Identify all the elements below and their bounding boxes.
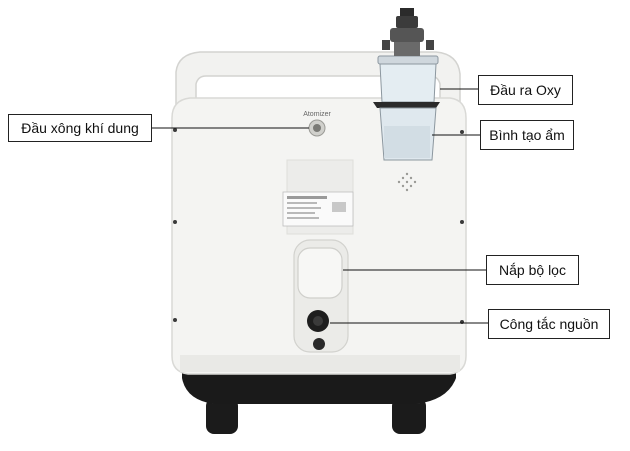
callout-leader-lines bbox=[152, 88, 488, 324]
atomizer-port-label: Atomizer bbox=[303, 111, 331, 118]
oxygen-outlet-fitting bbox=[382, 8, 434, 56]
callout-filter-cover: Nắp bộ lọc bbox=[486, 255, 579, 285]
body-screws bbox=[173, 128, 464, 324]
humidifier-bottle bbox=[373, 55, 440, 161]
rating-label bbox=[282, 191, 354, 227]
device-base bbox=[182, 370, 456, 404]
power-switch[interactable] bbox=[307, 310, 329, 332]
callout-atomizer: Đầu xông khí dung bbox=[8, 114, 152, 142]
callout-power-switch: Công tắc nguồn bbox=[488, 309, 610, 339]
filter-cover[interactable] bbox=[297, 247, 343, 299]
atomizer-port-icon bbox=[308, 119, 326, 137]
device-body bbox=[171, 97, 467, 375]
callout-oxygen-outlet: Đầu ra Oxy bbox=[478, 75, 573, 105]
speaker-grille-icon bbox=[397, 172, 417, 192]
callout-humidifier-bottle: Bình tạo ẩm bbox=[480, 120, 574, 150]
power-socket bbox=[313, 338, 325, 350]
